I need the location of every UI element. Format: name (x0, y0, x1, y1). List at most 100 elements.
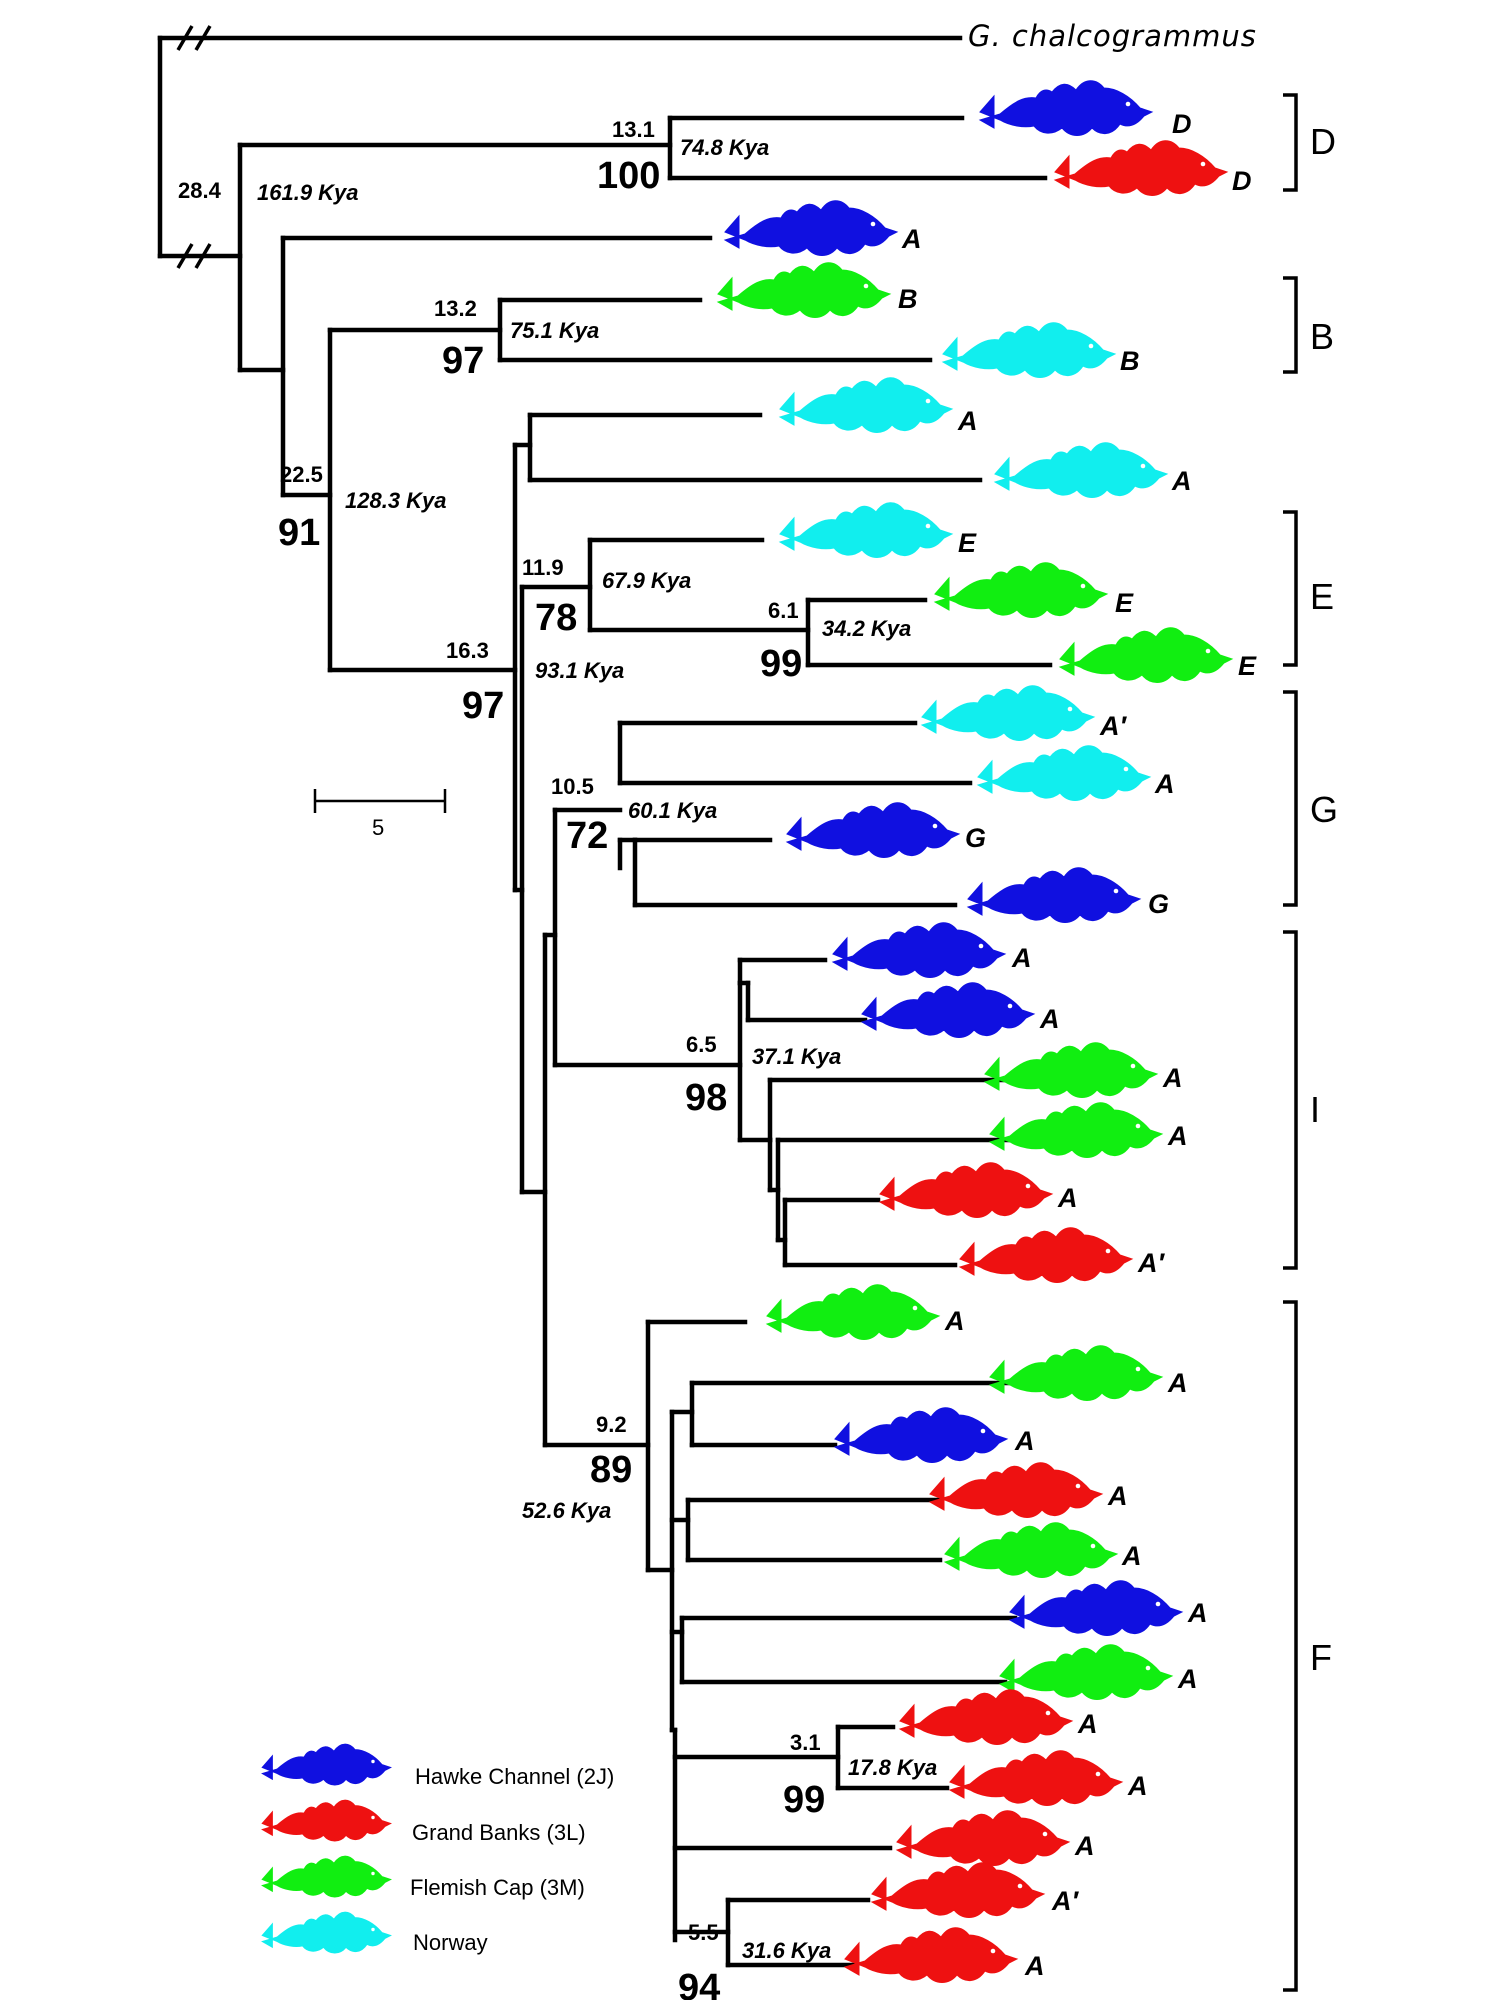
clade-bracket-F (1283, 1300, 1298, 1992)
tip-label-32: A (1024, 1951, 1045, 1981)
n-B-divergence: 13.2 (434, 296, 477, 321)
fish-icon-7 (993, 442, 1169, 498)
tip-label-21: A (944, 1306, 965, 1336)
tip-label-12: A (1154, 769, 1175, 799)
fish-icon-26 (1008, 1580, 1184, 1636)
tip-label-30: A (1074, 1831, 1095, 1861)
n-D-support: 100 (597, 155, 660, 197)
fish-icon-19 (878, 1162, 1054, 1218)
tip-label-9: E (1115, 588, 1134, 618)
clade-G: G (1283, 690, 1338, 907)
clade-label-B: B (1310, 316, 1334, 357)
fish-icon-25 (943, 1522, 1119, 1578)
n-F-support: 89 (590, 1449, 632, 1491)
n-B-support: 97 (442, 340, 484, 382)
clade-bracket-I (1283, 930, 1298, 1270)
scale-bar: 5 (313, 789, 447, 840)
tip-label-10: E (1238, 651, 1257, 681)
n-F-divergence: 9.2 (596, 1412, 627, 1437)
tip-label-31: A′ (1051, 1886, 1079, 1916)
clade-bracket-E (1283, 510, 1298, 667)
clade-brackets: D B E G I F (1283, 93, 1338, 1992)
fish-icon-32 (843, 1927, 1019, 1983)
legend-fish-icon-norway (261, 1911, 392, 1954)
fish-icon-11 (920, 685, 1096, 741)
fish-icon-21 (765, 1284, 941, 1340)
fish-icon-1 (978, 80, 1154, 136)
fish-icon-20 (958, 1227, 1134, 1283)
n-G-age: 60.1 Kya (628, 798, 717, 823)
tip-label-22: A (1167, 1368, 1188, 1398)
fish-icon-18 (988, 1102, 1164, 1158)
clade-E: E (1283, 510, 1334, 667)
scale-bar-line (313, 789, 447, 813)
n-F2-age: 31.6 Kya (742, 1938, 831, 1963)
tip-label-18: A (1167, 1121, 1188, 1151)
n-E-age: 67.9 Kya (602, 568, 691, 593)
fish-icon-16 (860, 982, 1036, 1038)
n-inner-age: 93.1 Kya (535, 658, 624, 683)
tip-label-8: E (958, 528, 977, 558)
tip-label-29: A (1127, 1771, 1148, 1801)
fish-icon-12 (976, 745, 1152, 801)
clade-bracket-G (1283, 690, 1298, 907)
n-F2-support: 94 (678, 1967, 720, 2000)
legend-fish-icon-flemish (261, 1855, 392, 1898)
legend-label-flemish: Flemish Cap (3M) (410, 1875, 585, 1900)
n-F1-support: 99 (783, 1779, 825, 1821)
clade-label-G: G (1310, 789, 1338, 830)
legend-label-norway: Norway (413, 1930, 488, 1955)
outgroup-label: G. chalcogrammus (968, 19, 1257, 53)
tip-label-4: B (898, 284, 918, 314)
legend: Hawke Channel (2J) Grand Banks (3L) Flem… (261, 1743, 614, 1955)
fish-icon-13 (785, 802, 961, 858)
n-E2-divergence: 6.1 (768, 598, 799, 623)
fish-icon-23 (833, 1407, 1009, 1463)
n-F2-divergence: 5.5 (688, 1920, 719, 1945)
tip-label-28: A (1077, 1709, 1098, 1739)
tip-label-19: A (1057, 1183, 1078, 1213)
fish-icon-22 (988, 1345, 1164, 1401)
n-main-support: 91 (278, 512, 320, 554)
legend-label-hawke: Hawke Channel (2J) (415, 1764, 614, 1789)
legend-label-grand: Grand Banks (3L) (412, 1820, 586, 1845)
n-F-age: 52.6 Kya (522, 1498, 611, 1523)
tip-label-7: A (1171, 466, 1192, 496)
tip-label-23: A (1014, 1426, 1035, 1456)
clade-label-E: E (1310, 576, 1334, 617)
tip-label-17: A (1162, 1063, 1183, 1093)
n-main-age: 128.3 Kya (345, 488, 447, 513)
tip-label-6: A (957, 406, 978, 436)
n-inner-divergence: 16.3 (446, 638, 489, 663)
clade-label-F: F (1310, 1637, 1332, 1678)
n-main-divergence: 22.5 (280, 462, 323, 487)
fish-icon-28 (898, 1689, 1074, 1745)
tip-label-13: G (965, 823, 986, 853)
clade-F: F (1283, 1300, 1332, 1992)
branch-break-marks (176, 25, 212, 269)
n-G-support: 72 (566, 815, 608, 857)
tip-label-5: B (1120, 346, 1140, 376)
n-root-age: 161.9 Kya (257, 180, 359, 205)
fish-icon-29 (948, 1750, 1124, 1806)
tip-label-15: A (1011, 943, 1032, 973)
clade-label-D: D (1310, 121, 1336, 162)
clade-bracket-B (1283, 276, 1298, 374)
legend-fish-icon-grand (261, 1799, 392, 1842)
fish-icon-2 (1053, 140, 1229, 196)
tip-label-14: G (1148, 889, 1169, 919)
tip-label-16: A (1039, 1004, 1060, 1034)
tip-label-2: D (1232, 166, 1252, 196)
n-I-support: 98 (685, 1077, 727, 1119)
fish-icon-14 (966, 867, 1142, 923)
tip-label-11: A′ (1099, 711, 1127, 741)
n-I-age: 37.1 Kya (752, 1044, 841, 1069)
fish-icon-15 (831, 922, 1007, 978)
clade-label-I: I (1310, 1089, 1320, 1130)
legend-fish-icon-hawke (261, 1743, 392, 1786)
fish-icon-5 (941, 322, 1117, 378)
fish-icon-9 (933, 562, 1109, 618)
n-D-age: 74.8 Kya (680, 135, 769, 160)
